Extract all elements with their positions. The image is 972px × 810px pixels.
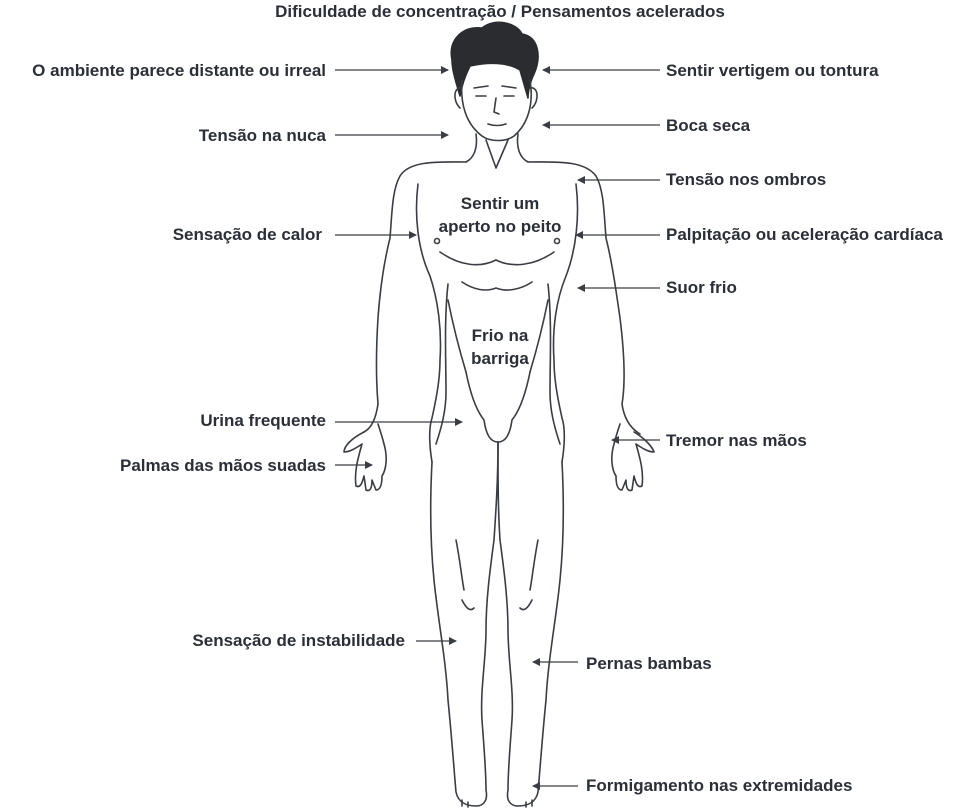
label-barriga-line-2: barriga (471, 349, 529, 368)
label-peito: Sentir um aperto no peito (420, 192, 580, 238)
hair (450, 21, 539, 99)
label-peito-line-1: Sentir um (460, 194, 540, 213)
torso-right (527, 161, 641, 435)
label-boca: Boca seca (666, 116, 751, 135)
label-instabilidade: Sensação de instabilidade (192, 631, 405, 650)
label-calor: Sensação de calor (172, 225, 322, 244)
right-hand (611, 423, 655, 492)
label-peito-line-2: aperto no peito (438, 217, 562, 236)
left-hand (343, 423, 387, 492)
label-ambiente: O ambiente parece distante ou irreal (32, 61, 326, 80)
label-vertigem: Sentir vertigem ou tontura (666, 61, 879, 80)
label-formigamento: Formigamento nas extremidades (586, 776, 853, 795)
head (460, 79, 532, 142)
label-suor: Suor frio (666, 278, 737, 297)
label-nuca: Tensão na nuca (198, 126, 326, 145)
neck (465, 133, 478, 163)
torso-left (363, 161, 467, 433)
diagram-title: Dificuldade de concentração / Pensamento… (275, 2, 725, 21)
right-leg (497, 441, 565, 807)
label-pernas: Pernas bambas (586, 654, 712, 673)
label-barriga: Frio na barriga (440, 324, 560, 370)
label-urina: Urina frequente (200, 411, 326, 430)
label-palmas: Palmas das mãos suadas (119, 456, 326, 475)
left-ear (454, 87, 463, 109)
label-tremor: Tremor nas mãos (666, 431, 807, 450)
label-ombros: Tensão nos ombros (666, 170, 827, 189)
right-ear (529, 87, 538, 109)
label-barriga-line-1: Frio na (471, 326, 529, 345)
label-palpitacao: Palpitação ou aceleração cardíaca (666, 225, 943, 244)
left-leg (429, 441, 499, 807)
